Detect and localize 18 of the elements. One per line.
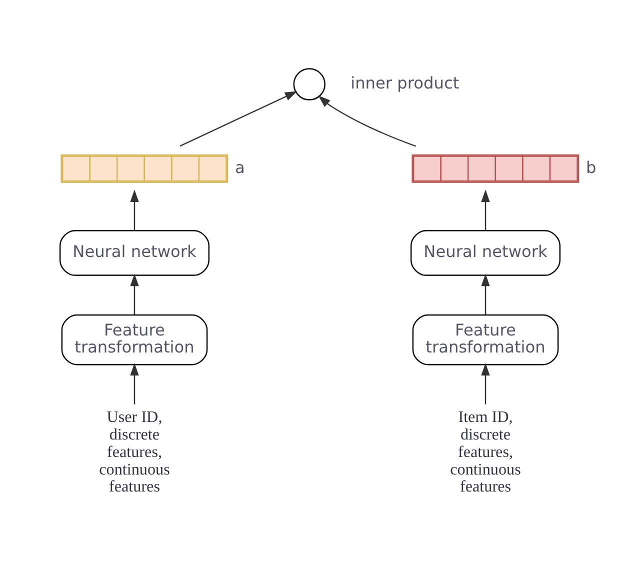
node-label: b: [586, 157, 596, 176]
node-text: User ID, discrete features, continuous features: [99, 408, 170, 496]
arrow: [318, 95, 416, 146]
arrow: [130, 189, 139, 230]
node-text: Item ID, discrete features, continuous features: [450, 408, 521, 496]
node-label: a: [234, 157, 245, 176]
node-box: Feature transformation: [412, 314, 559, 365]
arrow: [180, 90, 298, 146]
node-box: Neural network: [410, 230, 561, 276]
arrow: [481, 273, 490, 314]
node-circle: [293, 68, 326, 100]
arrow: [130, 362, 139, 404]
arrow: [481, 362, 490, 404]
node-label: inner product: [350, 73, 460, 92]
arrow: [481, 189, 490, 230]
node-box: Feature transformation: [61, 314, 208, 365]
node-box: Neural network: [59, 230, 210, 276]
arrow: [130, 273, 139, 314]
